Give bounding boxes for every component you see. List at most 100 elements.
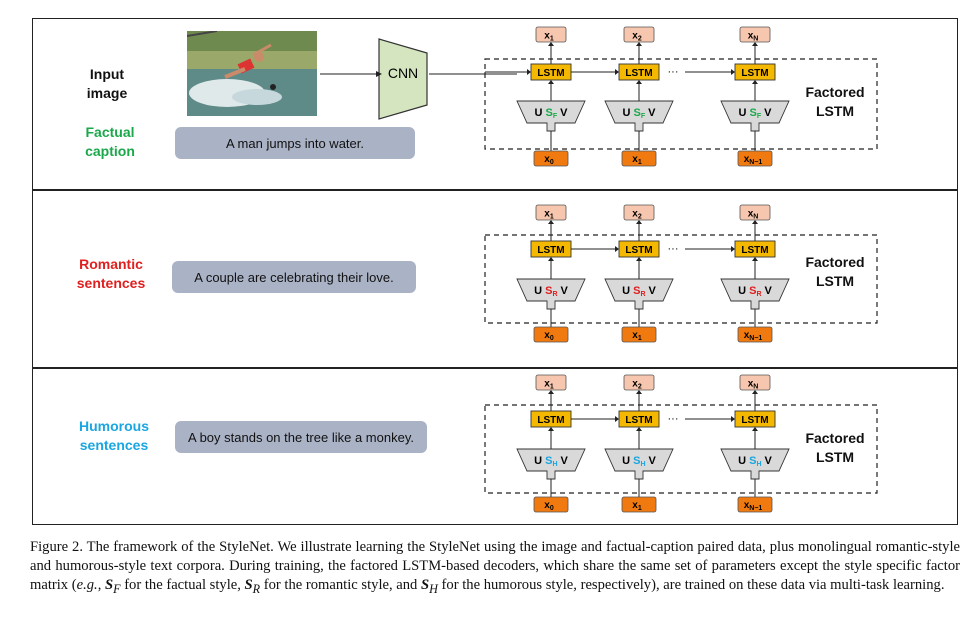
output-node: xN — [739, 374, 771, 391]
input-node: x0 — [533, 150, 569, 167]
arrowhead — [636, 427, 642, 431]
output-sub: 2 — [638, 384, 642, 391]
output-label: x1 — [544, 209, 554, 221]
arrowhead — [752, 257, 758, 261]
factor-s-sub: F — [553, 113, 558, 120]
romantic-label: Romantic sentences — [69, 255, 153, 293]
output-node: x1 — [535, 204, 567, 221]
input-label: x0 — [544, 500, 554, 512]
factor-u: U — [534, 285, 545, 297]
lstm-cell: LSTM — [618, 63, 660, 81]
factor-s-sub: R — [640, 291, 645, 298]
arrowhead — [548, 427, 554, 431]
input-sub: 0 — [550, 335, 554, 342]
ellipsis: ··· — [668, 243, 679, 255]
ellipsis: ··· — [668, 66, 679, 78]
factored-lstm-box — [484, 234, 878, 324]
output-sub: 2 — [638, 36, 642, 43]
factor-u: U — [534, 455, 545, 467]
lstm-cell: LSTM — [618, 240, 660, 258]
figure-caption: Figure 2. The framework of the StyleNet.… — [30, 538, 960, 599]
factor-label: U SF V — [622, 107, 656, 120]
factor-label: U SH V — [738, 455, 772, 468]
output-label: x1 — [544, 31, 554, 43]
caption-text-3: for the factual style, — [120, 577, 245, 593]
caption-text-2: , — [97, 577, 105, 593]
factor-matrix: U SH V — [720, 448, 790, 480]
factor-s-sub: R — [756, 291, 761, 298]
factor-v: V — [558, 455, 569, 467]
factored-lstm-label: Factored LSTM — [785, 83, 885, 121]
arrowhead — [548, 257, 554, 261]
output-sub: 2 — [638, 214, 642, 221]
lstm-label: LSTM — [741, 245, 768, 256]
factor-v: V — [558, 285, 569, 297]
caption-sf: S — [104, 577, 114, 593]
arrowhead — [752, 390, 758, 394]
factual-caption-label: Factual caption — [73, 123, 147, 161]
input-sub: 0 — [550, 505, 554, 512]
output-label: x2 — [632, 379, 642, 391]
lstm-label: LSTM — [625, 415, 652, 426]
factored-line1: Factored — [805, 84, 865, 100]
caption-sr: S — [244, 577, 253, 593]
factor-s: S — [749, 107, 756, 119]
factor-v: V — [761, 107, 772, 119]
factor-s-sub: F — [641, 113, 646, 120]
output-node: xN — [739, 204, 771, 221]
arrowhead — [548, 80, 554, 84]
caption-sh: S — [421, 577, 430, 593]
romantic-label-line2: sentences — [76, 275, 146, 291]
input-label-line2: image — [86, 85, 128, 101]
input-node: xN−1 — [737, 496, 773, 513]
romantic-panel: Romantic sentences A couple are celebrat… — [32, 190, 958, 368]
factor-matrix: U SH V — [516, 448, 586, 480]
arrowhead — [752, 42, 758, 46]
factor-label: U SH V — [622, 455, 656, 468]
factor-v: V — [762, 455, 773, 467]
factor-s: S — [749, 455, 756, 467]
factor-u: U — [622, 455, 633, 467]
ellipsis: ··· — [668, 413, 679, 425]
factual-label-line1: Factual — [85, 124, 135, 140]
output-sub: 1 — [550, 384, 554, 391]
output-node: x2 — [623, 374, 655, 391]
arrowhead — [752, 80, 758, 84]
factor-s: S — [633, 285, 640, 297]
input-photo — [187, 31, 317, 116]
input-sub: N−1 — [749, 505, 762, 512]
input-node: x1 — [621, 150, 657, 167]
output-node: x2 — [623, 204, 655, 221]
arrowhead — [731, 246, 735, 252]
factor-u: U — [738, 285, 749, 297]
input-sub: 0 — [550, 159, 554, 166]
input-node: xN−1 — [737, 326, 773, 343]
lstm-label: LSTM — [537, 245, 564, 256]
factual-panel: Input image CNN Factual caption A man ju… — [32, 18, 958, 190]
lstm-cell: LSTM — [530, 410, 572, 428]
output-label: xN — [748, 31, 759, 43]
humorous-panel: Humorous sentences A boy stands on the t… — [32, 368, 958, 525]
arrowhead — [548, 42, 554, 46]
cnn-label: CNN — [387, 65, 419, 81]
input-label: x0 — [544, 330, 554, 342]
factored-line1: Factored — [805, 254, 865, 270]
output-label: xN — [748, 209, 759, 221]
input-sub: N−1 — [749, 335, 762, 342]
lstm-cell: LSTM — [530, 240, 572, 258]
factor-matrix: U SF V — [516, 100, 586, 132]
humorous-label: Humorous sentences — [69, 417, 159, 455]
lstm-cell: LSTM — [734, 410, 776, 428]
factor-matrix: U SF V — [720, 100, 790, 132]
humorous-sentence: A boy stands on the tree like a monkey. — [175, 421, 427, 453]
factor-label: U SF V — [738, 107, 772, 120]
input-node: xN−1 — [737, 150, 773, 167]
factor-s-sub: H — [640, 461, 645, 468]
factual-sentence: A man jumps into water. — [175, 127, 415, 159]
factor-v: V — [645, 107, 656, 119]
factored-lstm-box — [484, 404, 878, 494]
factor-s-sub: H — [552, 461, 557, 468]
caption-text-4: for the romantic style, and — [260, 577, 421, 593]
arrowhead — [548, 220, 554, 224]
